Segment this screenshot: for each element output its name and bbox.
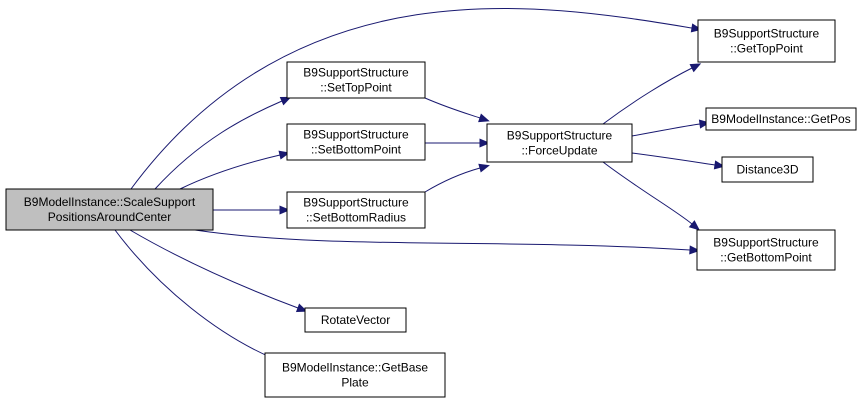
edge-line bbox=[631, 152, 716, 166]
node-label: PositionsAroundCenter bbox=[48, 210, 171, 224]
node-box[interactable] bbox=[264, 352, 446, 398]
node-box[interactable] bbox=[705, 107, 857, 131]
node-label: B9ModelInstance::GetPos bbox=[711, 112, 850, 126]
arrowhead bbox=[278, 150, 291, 160]
function-nodes: B9ModelInstance::ScaleSupportPositionsAr… bbox=[5, 19, 857, 398]
node-box[interactable] bbox=[5, 188, 214, 231]
arrowhead bbox=[478, 163, 490, 173]
node-dist[interactable]: Distance3D bbox=[721, 156, 814, 183]
edge-scale-to-setbottom bbox=[179, 150, 291, 190]
node-getbottom[interactable]: B9SupportStructure::GetBottomPoint bbox=[696, 229, 836, 271]
node-label: B9SupportStructure bbox=[303, 66, 409, 80]
node-label: B9SupportStructure bbox=[713, 236, 819, 250]
edge-setradius-to-force bbox=[424, 163, 490, 193]
node-box[interactable] bbox=[286, 123, 426, 161]
edge-line bbox=[602, 67, 693, 125]
node-box[interactable] bbox=[697, 19, 836, 63]
edge-line bbox=[129, 229, 299, 309]
edge-line bbox=[602, 161, 693, 225]
edge-force-to-getbottom bbox=[602, 161, 700, 231]
node-label: ::SetBottomRadius bbox=[306, 211, 406, 225]
edge-force-to-gettop bbox=[602, 63, 702, 125]
node-label: ::GetTopPoint bbox=[730, 42, 803, 56]
edge-line bbox=[194, 229, 691, 251]
node-box[interactable] bbox=[486, 123, 633, 163]
arrowhead bbox=[279, 205, 291, 215]
node-box[interactable] bbox=[696, 229, 836, 271]
edge-setbottom-to-force bbox=[424, 138, 491, 148]
node-setradius[interactable]: B9SupportStructure::SetBottomRadius bbox=[286, 191, 426, 229]
arrowhead bbox=[479, 138, 491, 148]
edge-scale-to-rotate bbox=[129, 229, 308, 313]
node-label: B9SupportStructure bbox=[303, 196, 409, 210]
node-settop[interactable]: B9SupportStructure::SetTopPoint bbox=[286, 61, 426, 99]
arrowhead bbox=[698, 119, 711, 129]
arrowhead bbox=[689, 63, 702, 73]
arrowhead bbox=[295, 303, 308, 313]
edge-scale-to-baseplate bbox=[114, 229, 280, 362]
node-label: B9SupportStructure bbox=[303, 128, 409, 142]
node-box[interactable] bbox=[286, 191, 426, 229]
edge-line bbox=[179, 154, 281, 190]
edge-force-to-dist bbox=[631, 152, 726, 170]
node-label: B9ModelInstance::GetBase bbox=[282, 361, 428, 375]
edge-scale-to-setradius bbox=[212, 205, 291, 215]
node-box[interactable] bbox=[304, 307, 407, 333]
edge-scale-to-getbottom bbox=[194, 229, 701, 255]
edge-line bbox=[631, 123, 701, 137]
edge-line bbox=[154, 100, 283, 190]
edge-line bbox=[114, 229, 271, 358]
node-label: ::SetBottomPoint bbox=[311, 143, 402, 157]
node-label: Distance3D bbox=[736, 163, 798, 177]
node-box[interactable] bbox=[286, 61, 426, 99]
node-label: RotateVector bbox=[321, 313, 390, 327]
edge-line bbox=[130, 7, 693, 190]
node-getpos[interactable]: B9ModelInstance::GetPos bbox=[705, 107, 857, 131]
node-label: ::SetTopPoint bbox=[320, 81, 392, 95]
node-scale[interactable]: B9ModelInstance::ScaleSupportPositionsAr… bbox=[5, 188, 214, 231]
arrowhead bbox=[279, 96, 292, 106]
node-rotate[interactable]: RotateVector bbox=[304, 307, 407, 333]
node-label: B9ModelInstance::ScaleSupport bbox=[24, 195, 196, 209]
node-label: B9SupportStructure bbox=[507, 129, 613, 143]
edge-line bbox=[424, 97, 481, 119]
edge-line bbox=[424, 167, 481, 193]
node-label: Plate bbox=[341, 376, 369, 390]
arrowhead bbox=[478, 113, 490, 123]
node-label: ::ForceUpdate bbox=[521, 144, 597, 158]
node-label: ::GetBottomPoint bbox=[720, 251, 812, 265]
node-force[interactable]: B9SupportStructure::ForceUpdate bbox=[486, 123, 633, 163]
node-setbottom[interactable]: B9SupportStructure::SetBottomPoint bbox=[286, 123, 426, 161]
node-gettop[interactable]: B9SupportStructure::GetTopPoint bbox=[697, 19, 836, 63]
arrowhead bbox=[688, 220, 700, 231]
call-edges bbox=[114, 7, 726, 362]
edge-force-to-getpos bbox=[631, 119, 711, 137]
node-box[interactable] bbox=[721, 156, 814, 183]
edge-settop-to-force bbox=[424, 97, 490, 123]
arrowhead bbox=[689, 245, 701, 255]
edge-scale-to-settop bbox=[154, 96, 292, 190]
node-label: B9SupportStructure bbox=[714, 27, 820, 41]
